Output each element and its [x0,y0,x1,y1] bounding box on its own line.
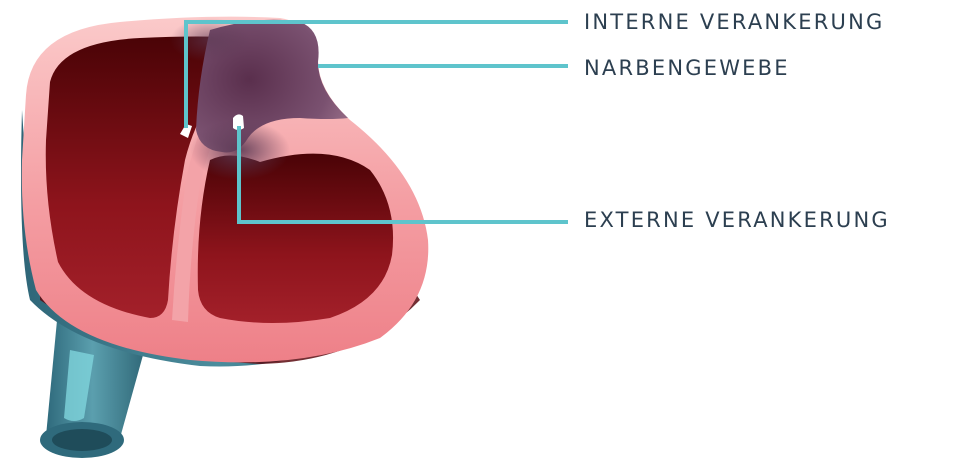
internal-anchor-label: INTERNE VERANKERUNG [584,10,884,34]
external-anchor-label: EXTERNE VERANKERUNG [584,208,890,232]
right-chamber [198,154,393,323]
scar-tissue-label: NARBENGEWEBE [584,56,790,80]
